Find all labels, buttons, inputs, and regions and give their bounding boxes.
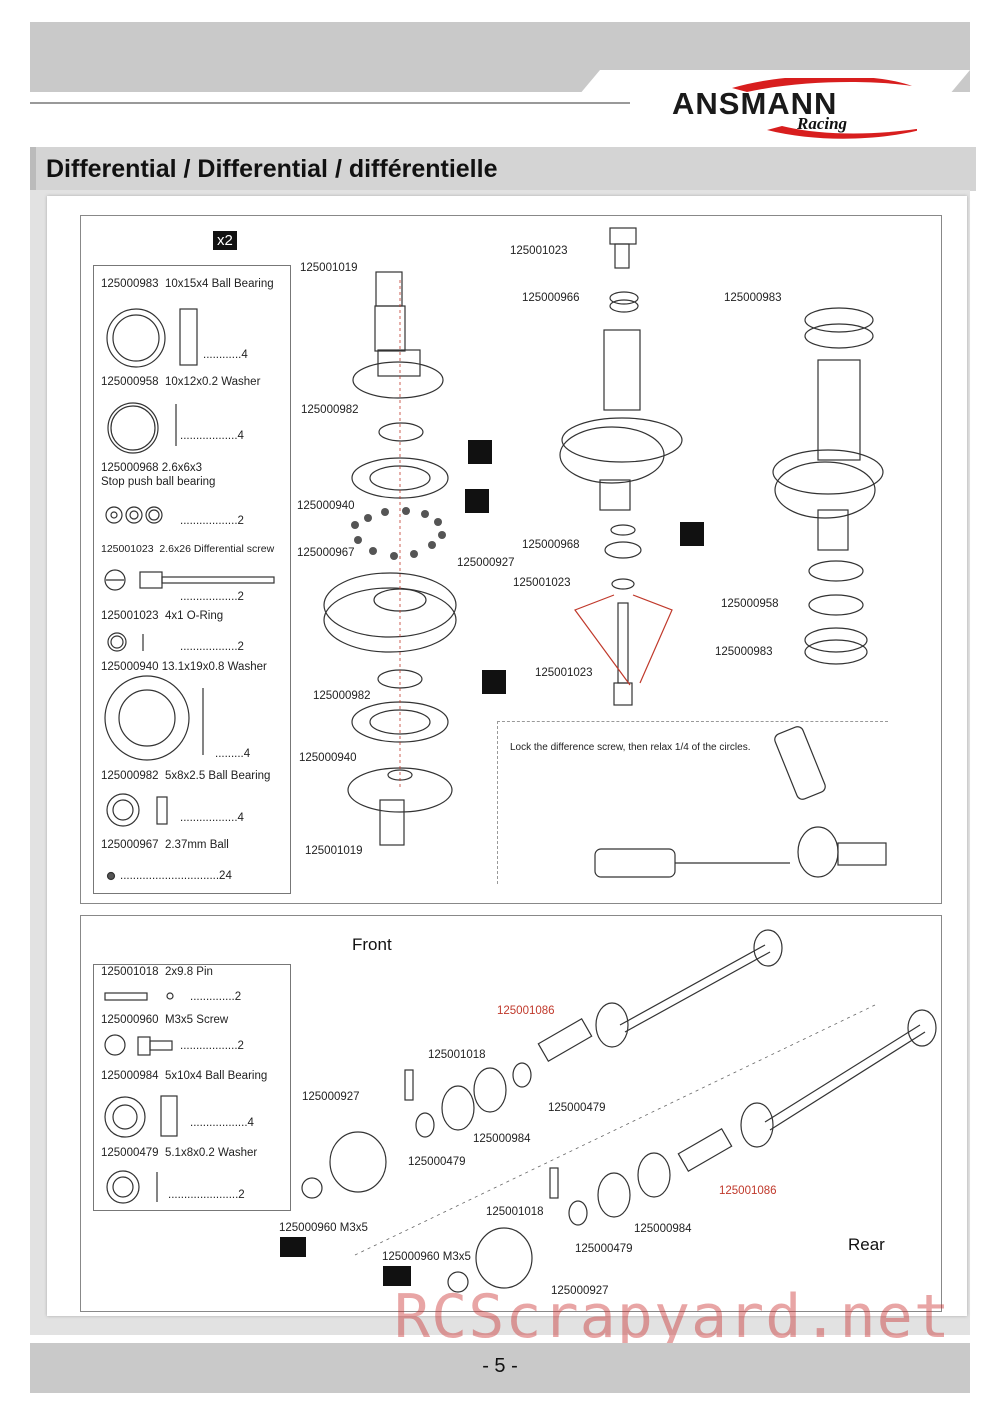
assembly-note: Lock the difference screw, then relax 1/… (510, 742, 751, 753)
screw-cement-icon (280, 1237, 411, 1286)
part-label: 125000983 10x15x4 Ball Bearing (101, 278, 274, 290)
brand-sub: Racing (797, 114, 848, 133)
callout: 125000982 (301, 404, 359, 416)
callout: 125000983 (724, 292, 782, 304)
diff-screw-assembly (559, 227, 683, 706)
callout: 125000983 (715, 646, 773, 658)
part-qty: .........4 (215, 748, 251, 760)
callout: 125000927 (302, 1091, 360, 1103)
callout: 125000960 M3x5 (279, 1222, 368, 1234)
part-label: 125000967 2.37mm Ball (101, 839, 229, 851)
ring-gear (323, 572, 457, 653)
part-label: 125001023 4x1 O-Ring (101, 610, 224, 622)
part-label: 125001023 2.6x26 Differential screw (101, 543, 275, 555)
part-qty: ..................4 (190, 1117, 254, 1129)
driveshaft-panel (80, 915, 942, 1312)
part-label: 125001018 2x9.8 Pin (101, 966, 213, 978)
part-qty: ..................2 (180, 591, 244, 603)
footer-bar (30, 1343, 970, 1393)
page-number: - 5 - (482, 1355, 518, 1377)
large-washer-icon (104, 675, 204, 761)
callout: 125000982 (313, 690, 371, 702)
part-label: 125000958 10x12x0.2 Washer (101, 376, 261, 388)
callout: 125000960 M3x5 (382, 1251, 471, 1263)
callout: 125001023 (510, 245, 568, 257)
section-title-bar (30, 147, 976, 191)
part-qty: ............4 (203, 349, 248, 361)
callout-highlight: 125001086 (497, 1005, 555, 1017)
callout: 125001019 (305, 845, 363, 857)
brand-logo: ANSMANN Racing (672, 78, 917, 144)
multiplier-badge: x2 (213, 231, 237, 250)
part-qty: ...............................24 (120, 870, 232, 882)
callout-highlight: 125001086 (719, 1185, 777, 1197)
part-qty: ..................4 (180, 812, 244, 824)
screw-icon (104, 569, 275, 591)
logo-swoosh-icon (732, 78, 917, 139)
washer-5x8-icon (106, 1170, 158, 1204)
callout: 125000940 (297, 500, 355, 512)
callout: 125000984 (473, 1133, 531, 1145)
parts-list-box (93, 265, 291, 894)
callout: 125001018 (486, 1206, 544, 1218)
screwdriver-icon (594, 726, 887, 878)
small-bearing-icon (105, 506, 163, 524)
bearing-5x10-icon (104, 1095, 178, 1138)
part-qty: ..................2 (180, 1040, 244, 1052)
parts-list-box-2 (93, 964, 291, 1211)
bearing-icon (106, 308, 198, 368)
page-title: Differential / Differential / différenti… (46, 155, 498, 183)
callout: 125001023 (513, 577, 571, 589)
callout: 125000968 (522, 539, 580, 551)
part-qty: ..................2 (180, 641, 244, 653)
part-label: 125000960 M3x5 Screw (101, 1014, 229, 1026)
washer-icon (107, 402, 177, 454)
part-label: 125000984 5x10x4 Ball Bearing (101, 1070, 268, 1082)
brand-name: ANSMANN (672, 86, 838, 121)
part-label: 125000479 5.1x8x0.2 Washer (101, 1147, 258, 1159)
part-qty: ..................2 (180, 515, 244, 527)
ball-icon (106, 871, 116, 881)
pin-icon (104, 992, 174, 1001)
instruction-box (497, 721, 888, 884)
ball-ring (351, 507, 446, 560)
callout: 125000984 (634, 1223, 692, 1235)
rear-driveshaft (447, 1009, 937, 1293)
rear-label: Rear (848, 1235, 885, 1254)
callout: 125001019 (300, 262, 358, 274)
part-qty: ..................4 (180, 430, 244, 442)
bearing-part (378, 422, 424, 442)
callout: 125000940 (299, 752, 357, 764)
m3-screw-icon (104, 1034, 173, 1056)
header-rule (30, 102, 630, 104)
front-driveshaft (301, 929, 783, 1199)
callout: 125000958 (721, 598, 779, 610)
front-label: Front (352, 935, 392, 954)
outdrive-top (352, 271, 444, 399)
callout: 125000479 (548, 1102, 606, 1114)
part-label: 125000940 13.1x19x0.8 Washer (101, 661, 267, 673)
oring-icon (107, 632, 144, 652)
part-label: 125000982 5x8x2.5 Ball Bearing (101, 770, 271, 782)
callout: 125000966 (522, 292, 580, 304)
callout: 125001023 (535, 667, 593, 679)
bearing-icon-2 (106, 793, 168, 827)
outdrive-assembly-right (772, 307, 884, 665)
callout: 125000927 (551, 1285, 609, 1297)
grease-icon (465, 440, 704, 694)
part-qty: ......................2 (168, 1189, 245, 1201)
part-qty: ..............2 (190, 991, 242, 1003)
callout: 125001018 (428, 1049, 486, 1061)
callout: 125000967 (297, 547, 355, 559)
part-label: 125000968 2.6x6x3 (101, 462, 203, 474)
differential-panel (80, 215, 942, 904)
callout: 125000479 (408, 1156, 466, 1168)
watermark: RCScrapyard.net (394, 1282, 951, 1352)
part-label-line2: Stop push ball bearing (101, 476, 216, 488)
callout: 125000927 (457, 557, 515, 569)
callout: 125000479 (575, 1243, 633, 1255)
